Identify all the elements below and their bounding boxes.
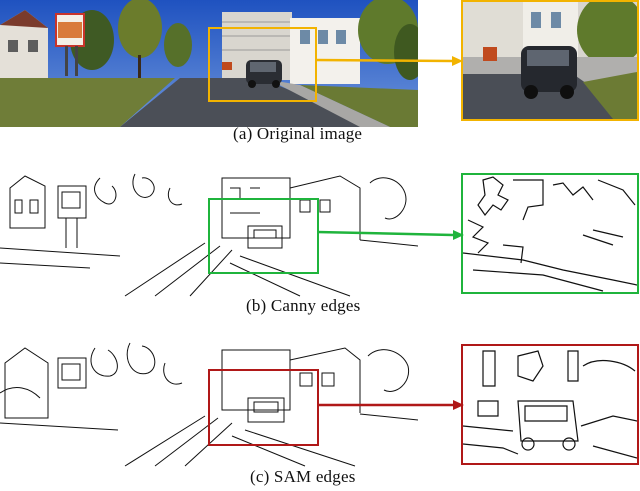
- canny-edges-panel: [0, 168, 418, 298]
- original-image-panel: [0, 0, 418, 127]
- caption-canny: (b) Canny edges: [246, 296, 361, 315]
- arrow-a: [316, 56, 463, 66]
- sam-zoom-box: [208, 369, 319, 446]
- original-zoom-box: [208, 27, 317, 102]
- caption-sam: (c) SAM edges: [250, 467, 356, 486]
- sam-zoom-crop: [461, 344, 639, 465]
- zoomed-canny-edges: [463, 176, 637, 292]
- zoomed-sam-edges: [463, 350, 637, 459]
- canny-zoom-box: [208, 198, 319, 274]
- sam-edge-map: [0, 342, 418, 467]
- arrow-b: [317, 230, 464, 240]
- sam-edges-panel: [0, 338, 418, 468]
- canny-zoom-crop: [461, 173, 639, 294]
- arrow-c: [317, 400, 464, 410]
- original-zoom-crop: [461, 0, 639, 121]
- caption-original: (a) Original image: [233, 124, 363, 143]
- original-street-scene: [0, 0, 418, 127]
- zoomed-car-scene: [463, 2, 637, 119]
